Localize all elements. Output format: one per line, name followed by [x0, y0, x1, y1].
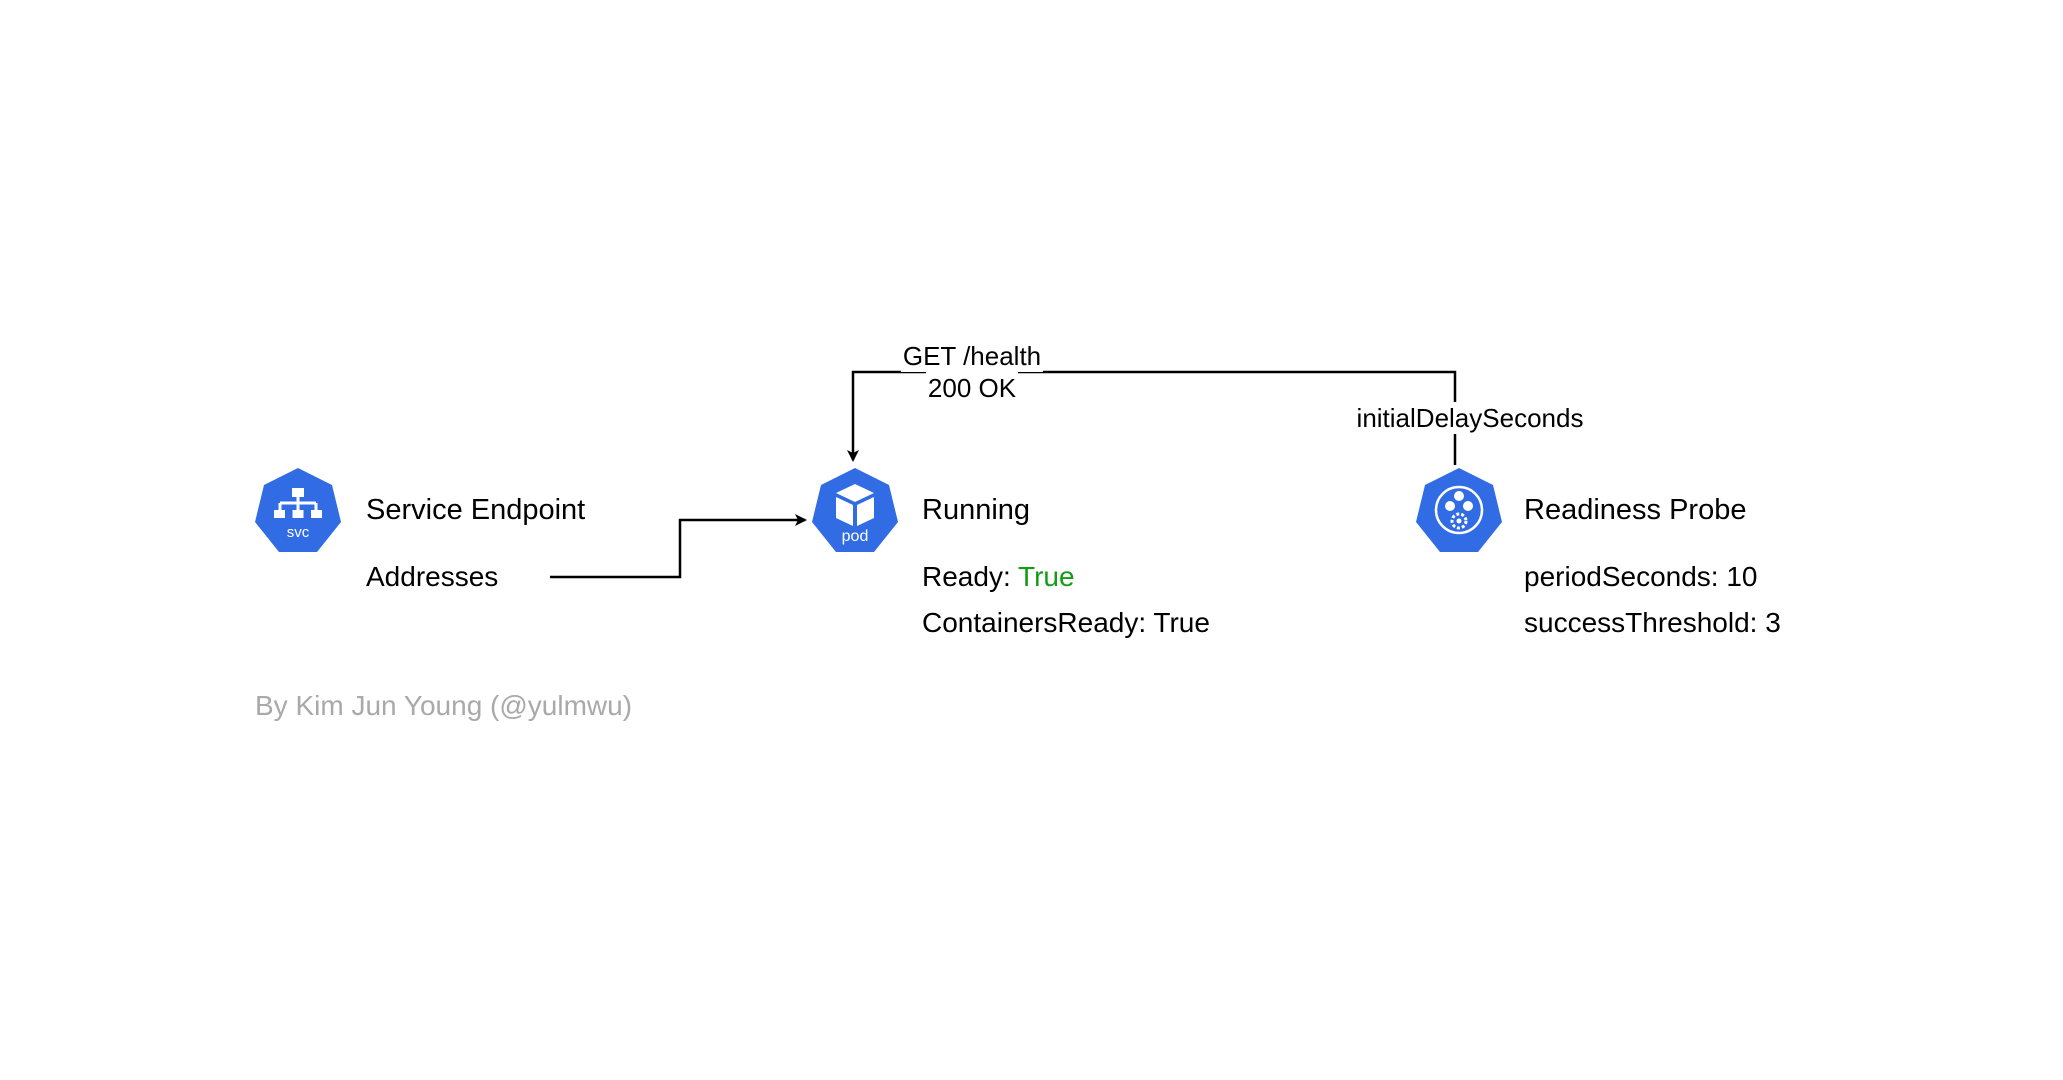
service-svc-icon: svc	[255, 468, 341, 552]
edge-label-get-health: GET /health	[900, 340, 1044, 372]
pod-cube-icon: pod	[812, 468, 898, 552]
service-addresses-label: Addresses	[366, 561, 499, 592]
pod-ready-value: True	[1018, 561, 1075, 592]
edge-label-initial-delay: initialDelaySeconds	[1354, 402, 1586, 434]
edge-label-200-ok: 200 OK	[925, 372, 1019, 404]
probe-success-threshold: successThreshold: 3	[1524, 607, 1781, 638]
readiness-probe-gear-icon	[1416, 468, 1502, 552]
pod-status-title: Running	[922, 494, 1031, 526]
pod-ready-condition: Ready: True	[922, 561, 1075, 593]
service-endpoint-title: Service Endpoint	[366, 494, 586, 526]
probe-period-seconds: periodSeconds: 10	[1524, 561, 1758, 592]
service-icon-label: svc	[287, 524, 310, 541]
author-credit: By Kim Jun Young (@yulmwu)	[255, 690, 633, 721]
connector-service-to-pod	[550, 514, 807, 579]
pod-ready-label: Ready:	[922, 561, 1011, 592]
pod-containers-ready: ContainersReady: True	[922, 607, 1210, 638]
readiness-probe-title: Readiness Probe	[1524, 494, 1747, 526]
pod-icon-label: pod	[842, 528, 869, 545]
